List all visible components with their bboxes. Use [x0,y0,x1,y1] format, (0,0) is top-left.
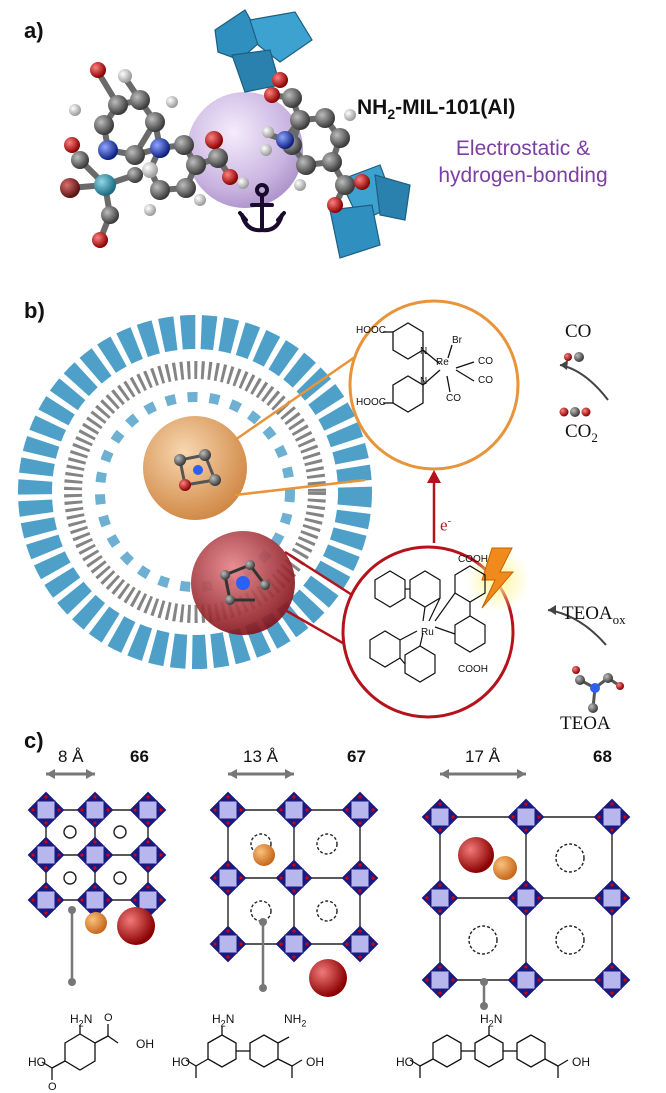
interaction-caption: Electrostatic & hydrogen-bonding [418,135,628,189]
co-product-label: CO [565,321,592,342]
acid-right-66: OH [136,1037,154,1051]
panel-a-label: a) [24,18,44,43]
amine-label-66: H2N [70,1012,92,1028]
interaction-line1: Electrostatic & [455,137,591,160]
red-guest-68 [458,837,494,873]
amine2-sub-67: 2 [301,1018,307,1029]
pore-size-66: 8 Å [58,747,84,766]
co2-sub: 2 [591,429,598,445]
re-hooc-top: HOOC [356,325,386,336]
amine-label-68: H2N [480,1012,502,1028]
carbonyl-o-66b: O [104,1012,113,1024]
re-complex-detail [348,299,520,471]
teoa-ox-label: TEOAox [562,603,626,628]
mof-name-prefix: NH [357,96,388,119]
acid-right-67: OH [306,1055,324,1069]
panel-a-molecular-graphic [60,9,411,259]
re-hooc-bottom: HOOC [356,397,386,408]
re-n-label-1: N [420,346,428,357]
ru-metal-label: Ru [421,627,434,638]
re-co-label-3: CO [446,393,461,404]
amine-sub-68: 2 [488,1018,494,1029]
re-n-label-2: N [420,376,428,387]
amine-label-67: H2N [212,1012,234,1028]
amine-h-66: H [70,1012,79,1026]
re-co-label-1: CO [478,356,493,367]
orange-guest-67 [253,844,275,866]
panel-b-graphic [18,299,624,719]
electron-sup: - [447,515,452,527]
co2-reactant-label: CO2 [565,421,598,446]
framework-id-66: 66 [130,747,149,766]
ru-cooh-top: COOH [458,554,488,565]
anchor-icon [238,183,286,233]
orange-guest-68 [493,856,517,880]
amine-sub-66: 2 [78,1018,84,1029]
amine-n-66: N [83,1012,93,1026]
amine-h-68: H [480,1012,489,1026]
re-br-label: Br [452,335,462,346]
amine2-nh-67: NH [284,1012,302,1026]
lightning-icon [481,547,515,609]
amine-sub-67: 2 [220,1018,226,1029]
re-metal-label: Re [436,357,449,368]
amine-n-68: N [493,1012,503,1026]
re-co-label-2: CO [478,375,493,386]
panel-b-label: b) [24,298,45,323]
amine-h-67: H [212,1012,221,1026]
co2-text: CO [565,421,592,442]
co2-to-co-arrow [559,364,609,401]
panel-c-label: c) [24,728,44,753]
acid-left-68: HO [396,1055,414,1069]
amine-n-67: N [225,1012,235,1026]
teoa-ox-sub: ox [612,611,626,627]
acid-left-67: HO [172,1055,190,1069]
amine2-label-67: NH2 [284,1012,306,1028]
linker-structures [41,1024,569,1080]
mof-name-sub: 2 [387,106,396,123]
mof-name: NH2-MIL-101(Al) [357,96,515,122]
acid-right-68: OH [572,1055,590,1069]
pore-size-67: 13 Å [243,747,278,766]
panel-c-frameworks [27,769,631,1080]
pore-size-68: 17 Å [465,747,500,766]
interaction-line2: hydrogen-bonding [438,164,608,187]
red-guest-67 [309,959,347,997]
electron-label: e- [440,515,451,536]
carbonyl-o-66a: O [48,1081,57,1093]
mof-cage [18,315,372,669]
framework-id-68: 68 [593,747,612,766]
electron-text: e [440,515,448,535]
teoa-ox-text: TEOA [562,603,613,624]
red-guest-66 [117,907,155,945]
orange-guest-66 [85,912,107,934]
ru-cooh-bottom: COOH [458,664,488,675]
ru-complex-structure [369,565,486,683]
interaction-sphere [187,92,303,208]
teoa-label: TEOA [560,713,611,734]
mof-name-suffix: -MIL-101(Al) [395,96,516,119]
acid-left-66: HO [28,1055,46,1069]
re-complex-structure [383,322,475,413]
framework-id-67: 67 [347,747,366,766]
